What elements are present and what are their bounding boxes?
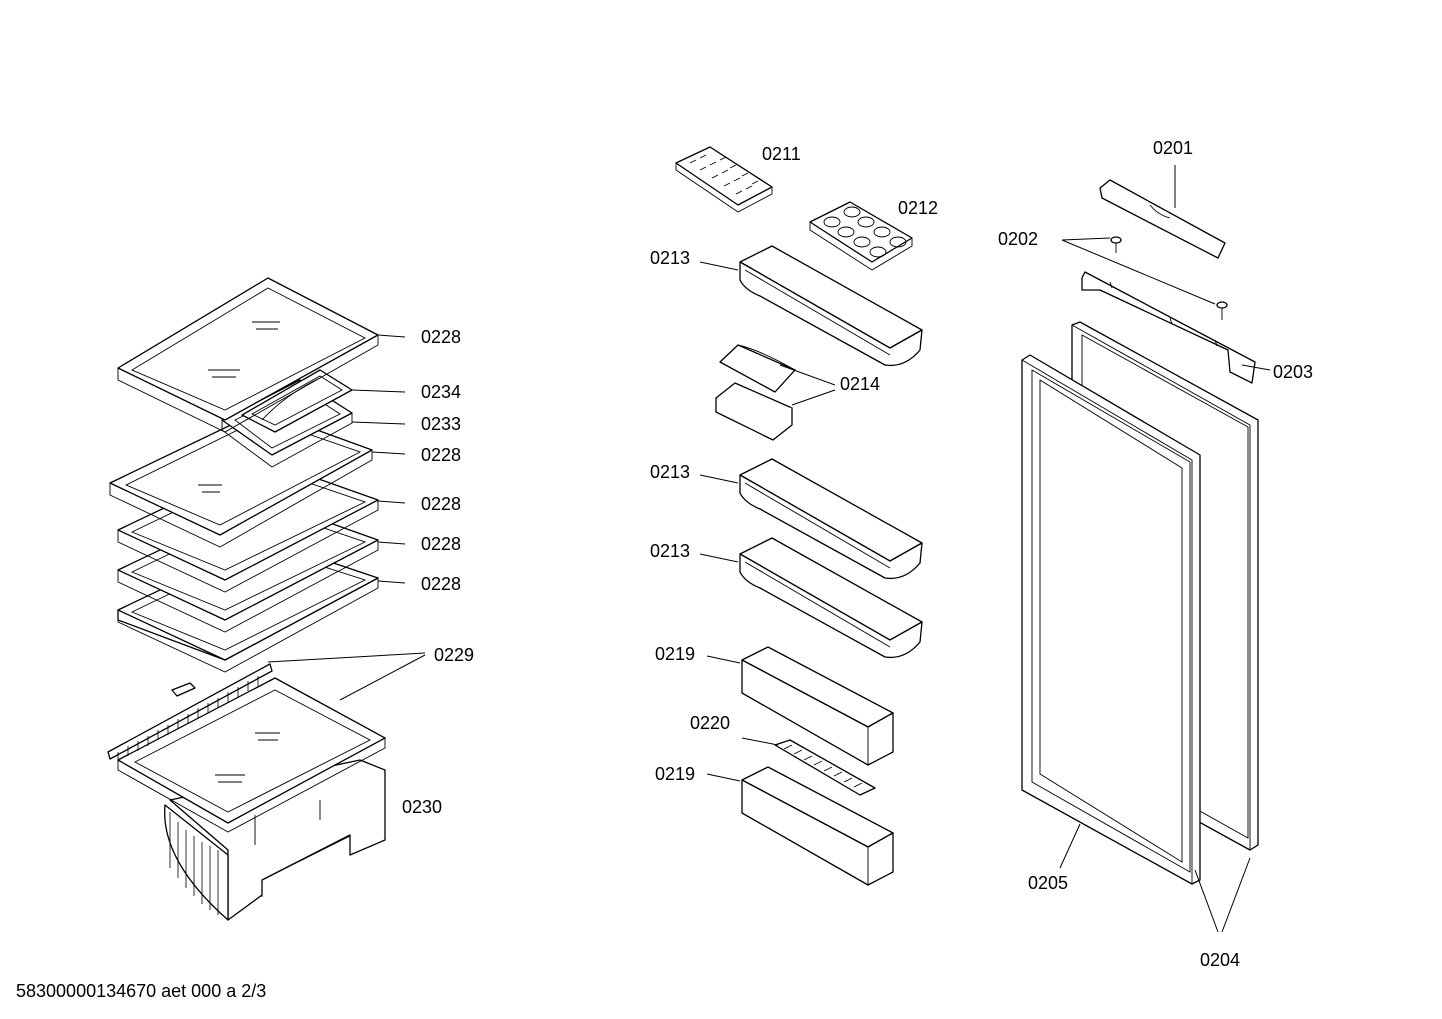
leader-0202 [1061,237,1216,305]
door-shelf-0213-1 [739,245,923,367]
door-shelf-0213-3 [739,537,923,659]
leader-0228-3 [377,500,406,504]
label-0219-1: 0219 [655,644,695,664]
label-0228-3: 0228 [421,494,461,514]
leader-0219-2 [706,773,741,782]
hinge-bracket-0203 [1081,271,1256,384]
leader-0228-4 [377,541,406,545]
door-gasket-0205 [1021,354,1201,885]
part-labels: 0211 0212 0213 0214 0213 0213 0219 0220 … [402,138,1313,970]
label-0220: 0220 [690,713,730,733]
door-shelf-0213-2 [739,458,923,580]
leader-0228-5 [377,580,406,584]
leader-0213-2 [699,474,739,484]
label-0213-1: 0213 [650,248,690,268]
leader-0233 [351,421,406,425]
document-id-footer: 58300000134670 aet 000 a 2/3 [16,981,266,1001]
butter-box-0214 [715,344,796,441]
label-0229: 0229 [434,645,474,665]
leader-0203 [1241,364,1271,371]
label-0203: 0203 [1273,362,1313,382]
leader-0220 [741,737,779,746]
label-0214: 0214 [840,374,880,394]
bottle-divider-0220 [774,739,876,796]
leader-0214 [779,364,836,406]
label-0213-2: 0213 [650,462,690,482]
label-0233: 0233 [421,414,461,434]
egg-tray-0212 [809,201,913,271]
leader-0219-1 [706,655,741,664]
bottle-shelf-0219-2 [741,766,894,886]
leader-0228-2 [371,451,406,455]
label-0234: 0234 [421,382,461,402]
leader-0213-1 [699,261,739,271]
leader-0229 [267,652,426,701]
label-0230: 0230 [402,797,442,817]
label-0228-2: 0228 [421,445,461,465]
middle-accessory-group [675,146,923,886]
label-0202: 0202 [998,229,1038,249]
leader-0204 [1194,857,1251,933]
screw-0202-2 [1216,301,1228,320]
label-0228-5: 0228 [421,574,461,594]
leader-0234 [351,389,406,393]
label-0205: 0205 [1028,873,1068,893]
label-0219-2: 0219 [655,764,695,784]
leader-0228-1 [377,334,406,338]
bottle-shelf-0219-1 [741,646,894,766]
leader-0205 [1059,823,1081,869]
label-0228-4: 0228 [421,534,461,554]
label-0204: 0204 [1200,950,1240,970]
handle-cover-0201 [1099,179,1226,259]
right-door-group [1021,165,1271,933]
screw-0202-1 [1110,236,1122,253]
ice-tray-0211 [675,146,773,213]
label-0213-3: 0213 [650,541,690,561]
label-0201: 0201 [1153,138,1193,158]
glass-shelf-2 [109,409,373,548]
crisper-cover-0229 [107,663,386,833]
leader-0213-3 [699,553,739,563]
label-0228-1: 0228 [421,327,461,347]
label-0211: 0211 [762,144,801,164]
left-shelf-group [107,277,426,921]
label-0212: 0212 [898,198,938,218]
